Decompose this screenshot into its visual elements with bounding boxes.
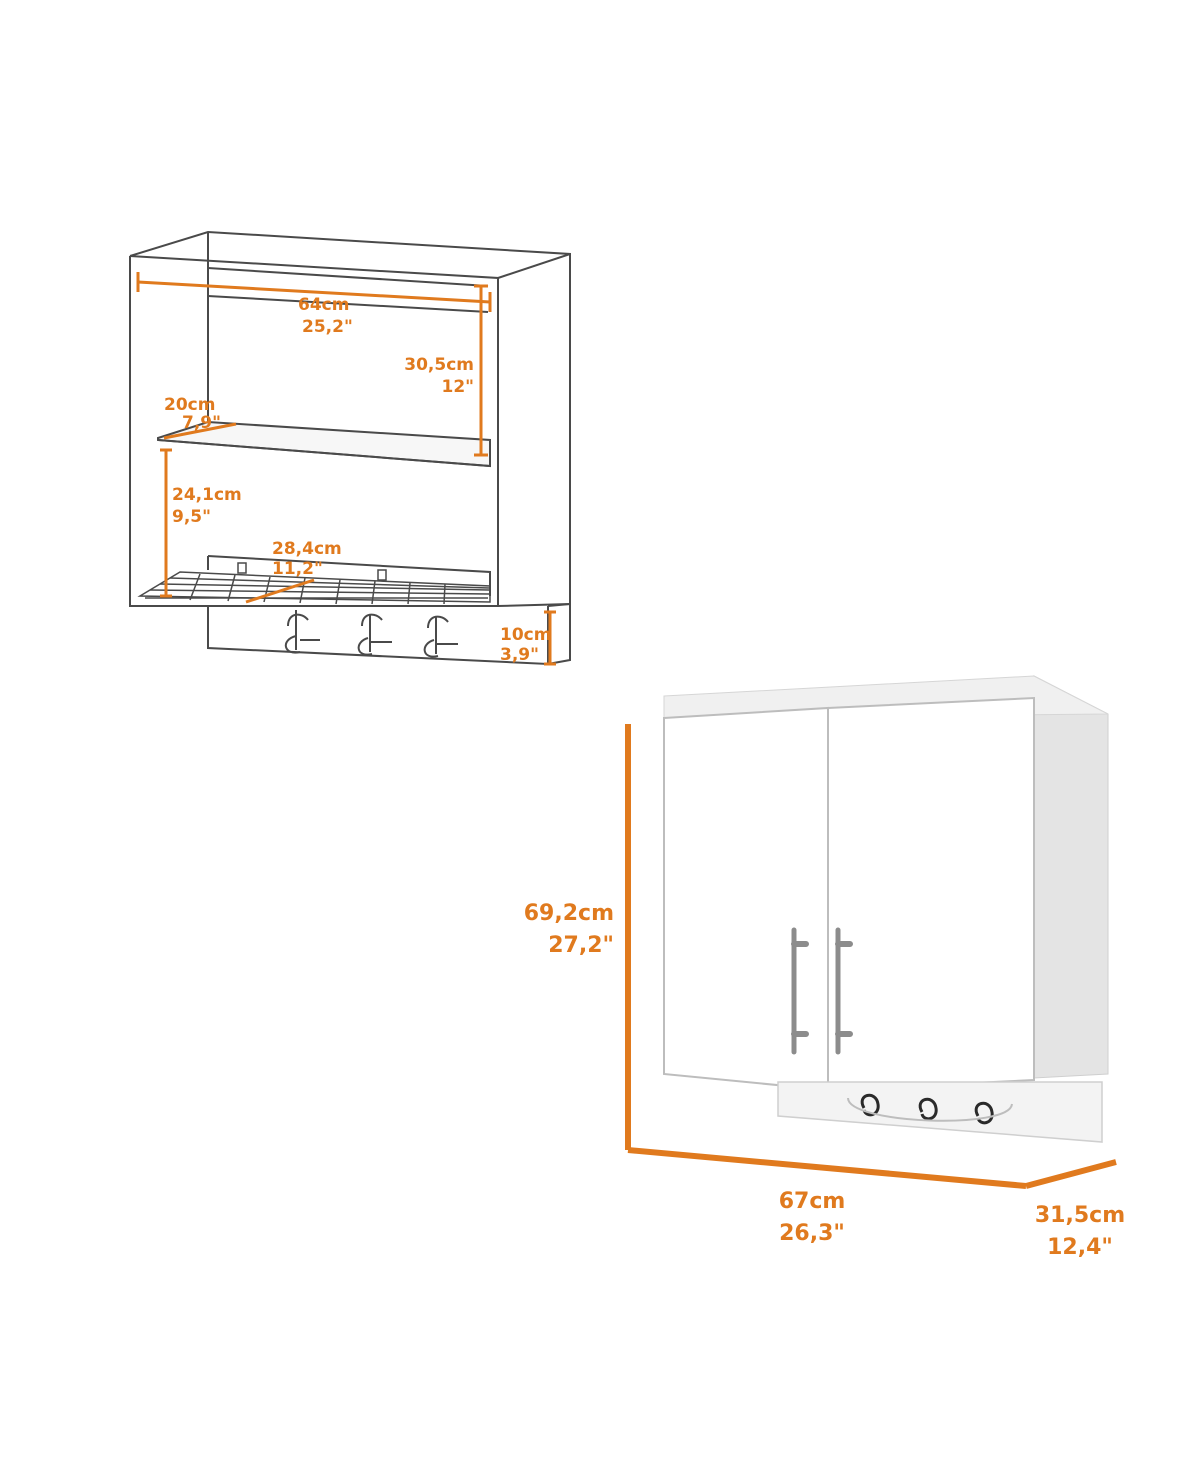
label-width-in: 25,2": [302, 317, 353, 337]
wire-rack: [137, 562, 491, 605]
label-shelf-depth-cm: 20cm: [164, 395, 215, 415]
label-height-in: 27,2": [548, 933, 614, 958]
exterior-hooks: [847, 1093, 1013, 1125]
label-depth-cm: 31,5cm: [1035, 1203, 1125, 1228]
label-lower-height-cm: 24,1cm: [172, 485, 242, 505]
interior-hook-panel: [207, 603, 571, 666]
exterior-dimension-labels: 69,2cm 27,2" 67cm 26,3" 31,5cm 12,4": [524, 901, 1125, 1260]
hook-icon: [974, 1101, 994, 1125]
exterior-dimension-lines: [625, 724, 1117, 1189]
label-hook-panel-cm: 10cm: [500, 625, 551, 645]
interior-dimension-lines: [136, 272, 556, 666]
label-rack-depth-in: 11,2": [272, 559, 323, 579]
hook-icon: [918, 1097, 938, 1121]
label-shelf-depth-in: 7,9": [182, 413, 221, 433]
label-width-cm: 67cm: [779, 1189, 846, 1214]
door-handles: [791, 927, 853, 1055]
label-width-in: 26,3": [779, 1221, 845, 1246]
hook-icon: [860, 1093, 880, 1117]
interior-dimension-labels: 64cm 25,2" 30,5cm 12" 20cm 7,9" 24,1cm 9…: [164, 295, 551, 665]
label-upper-height-in: 12": [441, 377, 474, 397]
label-rack-depth-cm: 28,4cm: [272, 539, 342, 559]
interior-cabinet-drawing: [129, 230, 571, 607]
exterior-cabinet-drawing: [663, 675, 1109, 1143]
label-hook-panel-in: 3,9": [500, 645, 539, 665]
label-upper-height-cm: 30,5cm: [404, 355, 474, 375]
label-height-cm: 69,2cm: [524, 901, 614, 926]
label-lower-height-in: 9,5": [172, 507, 211, 527]
label-depth-in: 12,4": [1047, 1235, 1113, 1260]
label-width-cm: 64cm: [298, 295, 349, 315]
